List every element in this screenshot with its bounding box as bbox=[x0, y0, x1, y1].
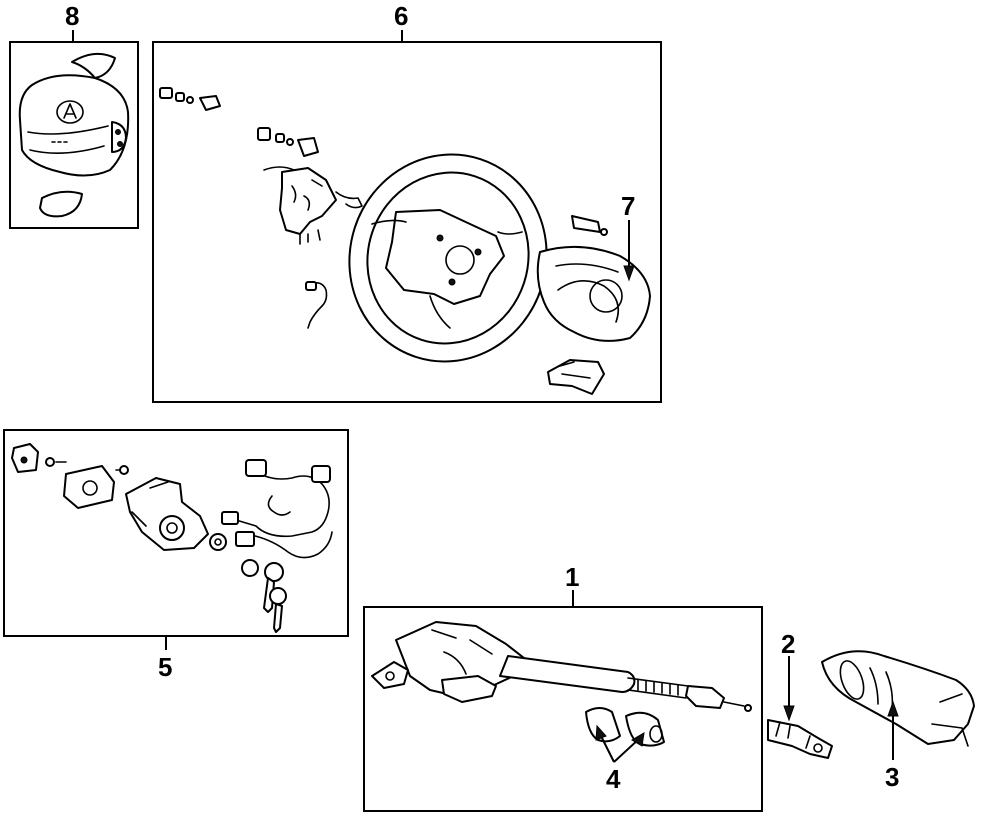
leader-4a bbox=[599, 733, 615, 763]
part-3-column-cover bbox=[821, 650, 975, 747]
wheel-connectors-small bbox=[159, 87, 319, 157]
group-8-airbag-module bbox=[9, 41, 139, 229]
group-5-ignition-lock bbox=[3, 429, 349, 637]
airbag-cover-top bbox=[71, 52, 116, 79]
ignition-switch bbox=[63, 465, 115, 509]
group-1-frame bbox=[363, 606, 763, 812]
column-shaft bbox=[627, 677, 689, 699]
horn-cable bbox=[307, 282, 328, 329]
ignition-harness bbox=[235, 469, 333, 559]
wheel-lower-cover bbox=[547, 359, 605, 395]
part-2-joint bbox=[767, 719, 833, 759]
airbag-cover-bottom bbox=[39, 190, 83, 218]
callout-2: 2 bbox=[781, 629, 795, 659]
column-cover-4a bbox=[585, 707, 621, 743]
airbag-module bbox=[18, 74, 130, 177]
steering-wheel-hub bbox=[385, 209, 505, 305]
airbag-emblem bbox=[56, 100, 84, 124]
callout-7: 7 bbox=[621, 191, 635, 221]
callout-1: 1 bbox=[565, 562, 579, 592]
column-tube bbox=[499, 655, 636, 693]
callout-4: 4 bbox=[606, 764, 621, 794]
group-5-frame bbox=[3, 429, 349, 637]
group-6-steering-wheel bbox=[152, 41, 662, 403]
callout-6: 6 bbox=[394, 1, 408, 31]
callout-5: 5 bbox=[158, 652, 172, 682]
callout-3: 3 bbox=[885, 762, 899, 792]
steering-lock-housing bbox=[125, 477, 209, 551]
ignition-keys bbox=[241, 559, 287, 633]
wheel-cover-7 bbox=[536, 245, 651, 342]
callout-8: 8 bbox=[65, 1, 79, 31]
group-6-frame bbox=[152, 41, 662, 403]
wheel-switch-small bbox=[571, 215, 601, 233]
group-1-steering-column bbox=[363, 606, 763, 812]
